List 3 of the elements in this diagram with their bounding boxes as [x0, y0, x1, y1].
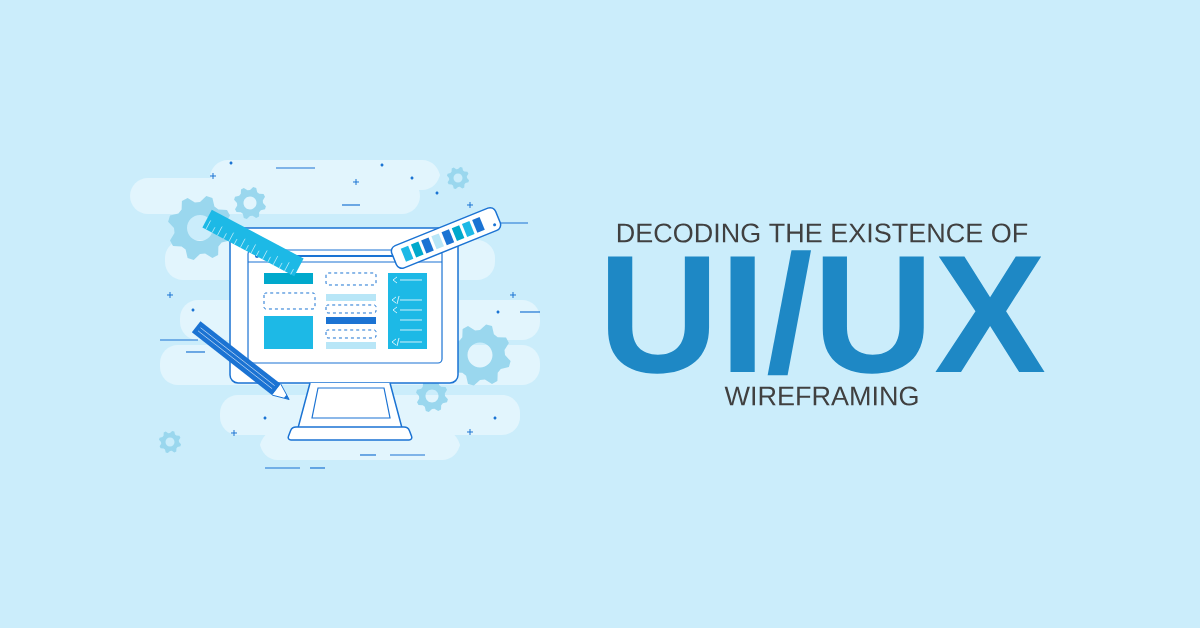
subheading: WIREFRAMING [724, 386, 918, 406]
headline: UI/UX [608, 250, 1045, 376]
heading: DECODING THE EXISTENCE OF [617, 223, 1028, 243]
